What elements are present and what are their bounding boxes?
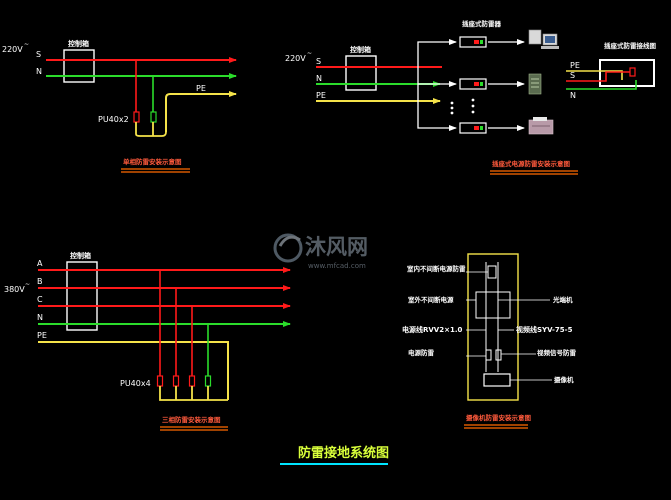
label-n: N bbox=[36, 67, 42, 76]
socket-pe-wire bbox=[566, 70, 623, 80]
line-pe bbox=[165, 91, 237, 132]
protector-label: 插座式防雷器 bbox=[462, 19, 502, 28]
signal-protector bbox=[495, 349, 502, 361]
socket-protector bbox=[459, 36, 487, 48]
label-a: A bbox=[37, 259, 43, 268]
voltage-tilde: ~ bbox=[25, 281, 30, 288]
camera-protection-diagram: 室内不间断电源防雷 室外不间断电源 电源线RVV2×1.0 电源防雷 光端机 视… bbox=[402, 253, 577, 429]
indoor-ups-protector bbox=[487, 265, 497, 279]
label-power-cable: 电源线RVV2×1.0 bbox=[402, 325, 462, 334]
control-box bbox=[66, 261, 98, 331]
label-video-signal-protector: 视频信号防雷 bbox=[537, 348, 577, 357]
socket-label-pe: PE bbox=[570, 61, 580, 70]
single-phase-diagram: 220V ~ S N 控制箱 PE PU40x2 单相防雷安装示意图 bbox=[2, 39, 237, 173]
main-title: 防雷接地系统图 bbox=[298, 445, 389, 461]
socket-terminal bbox=[629, 67, 636, 77]
computer-icon bbox=[528, 29, 559, 49]
control-box-label: 控制箱 bbox=[350, 45, 371, 54]
caption: 三相防雷安装示意图 bbox=[162, 415, 221, 424]
enclosure bbox=[467, 253, 519, 401]
ground-bus bbox=[159, 386, 228, 401]
device-label: PU40x4 bbox=[120, 379, 151, 388]
label-pe: PE bbox=[196, 84, 206, 93]
control-box bbox=[63, 49, 95, 83]
label-camera: 摄像机 bbox=[554, 375, 574, 384]
label-s: S bbox=[316, 57, 321, 66]
socket-s-wire bbox=[566, 71, 630, 82]
label-s: S bbox=[36, 50, 41, 59]
socket-wiring-title: 插座式防雷接线图 bbox=[604, 41, 657, 50]
surge-module bbox=[156, 375, 164, 387]
surge-module bbox=[188, 375, 196, 387]
ellipsis-dots bbox=[450, 98, 475, 115]
voltage-label: 220V bbox=[2, 45, 23, 54]
label-optical-transceiver: 光端机 bbox=[552, 295, 573, 304]
watermark: 沐风网 www.mfcad.com bbox=[273, 233, 368, 270]
surge-module bbox=[204, 375, 212, 387]
socket-label-n: N bbox=[570, 91, 576, 100]
line-pe bbox=[38, 341, 229, 400]
control-box-label: 控制箱 bbox=[68, 39, 89, 48]
feed-top bbox=[417, 39, 457, 84]
socket-outline bbox=[599, 59, 655, 87]
caption: 摄像机防雷安装示意图 bbox=[466, 413, 532, 422]
printer-icon bbox=[528, 117, 554, 135]
label-indoor-ups-protector: 室内不间断电源防雷 bbox=[407, 264, 466, 273]
three-phase-diagram: 380V ~ A B C N PE 控制箱 PU40x4 三相防雷安装示意图 bbox=[4, 251, 291, 431]
label-outdoor-ups: 室外不间断电源 bbox=[408, 295, 454, 304]
label-b: B bbox=[37, 277, 43, 286]
label-pe: PE bbox=[316, 91, 326, 100]
watermark-brand: 沐风网 bbox=[305, 235, 368, 259]
label-n: N bbox=[316, 74, 322, 83]
surge-module bbox=[150, 111, 157, 123]
power-protector bbox=[485, 349, 492, 361]
voltage-tilde: ~ bbox=[307, 50, 312, 57]
caption: 单相防雷安装示意图 bbox=[123, 157, 182, 166]
socket-protector bbox=[459, 78, 487, 90]
voltage-label: 380V bbox=[4, 285, 25, 294]
surge-module bbox=[133, 111, 140, 123]
socket-n-wire bbox=[566, 80, 637, 90]
control-box bbox=[345, 55, 377, 91]
label-c: C bbox=[37, 295, 43, 304]
surge-module bbox=[172, 375, 180, 387]
socket-protector-diagram: 220V ~ S N PE 控制箱 插座式防雷器 bbox=[285, 19, 657, 175]
socket-protector bbox=[459, 122, 487, 134]
label-n: N bbox=[37, 313, 43, 322]
outdoor-ups-box bbox=[475, 291, 511, 319]
label-power-protector: 电源防雷 bbox=[408, 348, 435, 357]
device-label: PU40x2 bbox=[98, 115, 129, 124]
ground-bus bbox=[135, 122, 167, 137]
control-box-label: 控制箱 bbox=[70, 251, 91, 260]
caption: 插座式电源防雷安装示意图 bbox=[492, 159, 571, 168]
camera-box bbox=[483, 373, 511, 387]
voltage-label: 220V bbox=[285, 54, 306, 63]
feed-bottom bbox=[417, 84, 457, 131]
socket-label-s: S bbox=[570, 71, 575, 80]
equipment-icon bbox=[528, 73, 542, 95]
label-video-cable: 视频线SYV-75-5 bbox=[516, 325, 573, 334]
label-pe: PE bbox=[37, 331, 47, 340]
watermark-url: www.mfcad.com bbox=[308, 262, 366, 270]
voltage-tilde: ~ bbox=[24, 41, 29, 48]
